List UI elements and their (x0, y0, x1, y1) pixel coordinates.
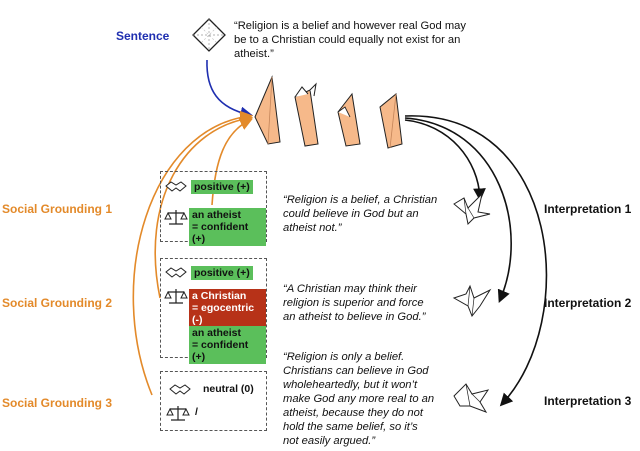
grounding-1-label: Social Grounding 1 (2, 202, 113, 216)
interpretation-3-label: Interpretation 3 (544, 394, 632, 408)
origami-bird-icon (453, 192, 491, 226)
interpretation-3-text: “Religion is only a belief. Christians c… (283, 351, 435, 447)
grounding-2-sentiment: positive (+) (191, 266, 253, 280)
interpretation-2-text: “A Christian may think their religion is… (283, 283, 426, 323)
grounding-3-tag-1: / (195, 406, 198, 418)
grounding-2-arrow (154, 113, 254, 299)
sentence-arrow (206, 59, 254, 120)
grounding-3-arrow (132, 110, 254, 396)
grounding-2-tag-1: a Christian = egocentric (-) (189, 289, 266, 327)
diamond-paper-icon (192, 18, 226, 52)
grounding-3-sentiment: neutral (0) (203, 383, 254, 395)
folding-paper-icon (254, 75, 403, 149)
scales-icon (166, 406, 190, 421)
grounding-2-box: positive (+) a Christian = egocentric (-… (160, 258, 267, 364)
grounding-1-sentiment: positive (+) (191, 180, 253, 194)
handshake-icon (169, 384, 191, 395)
interpretation-1-text: “Religion is a belief, a Christian could… (283, 194, 438, 234)
origami-bird-icon (452, 284, 492, 317)
sentence-label: Sentence (116, 29, 170, 43)
sentence-text: “Religion is a belief and however real G… (234, 20, 466, 60)
grounding-2-label: Social Grounding 2 (2, 296, 113, 310)
interpretation-1-label: Interpretation 1 (544, 202, 632, 216)
interpretation-1-arrow (404, 119, 486, 202)
handshake-icon (165, 267, 187, 278)
grounding-3-box: neutral (0) / (160, 371, 267, 431)
scales-icon (164, 210, 188, 225)
interpretation-2-label: Interpretation 2 (544, 296, 632, 310)
grounding-1-box: positive (+) an atheist = confident (+) (160, 171, 267, 246)
grounding-1-tag-1: an atheist = confident (+) (189, 208, 266, 246)
handshake-icon (165, 181, 187, 192)
interpretation-3-arrow (404, 115, 548, 407)
origami-bird-icon (453, 383, 490, 413)
grounding-2-tag-2: an atheist = confident (+) (189, 326, 266, 364)
interpretation-2-arrow (404, 117, 512, 303)
grounding-3-label: Social Grounding 3 (2, 396, 113, 410)
scales-icon (164, 289, 188, 304)
